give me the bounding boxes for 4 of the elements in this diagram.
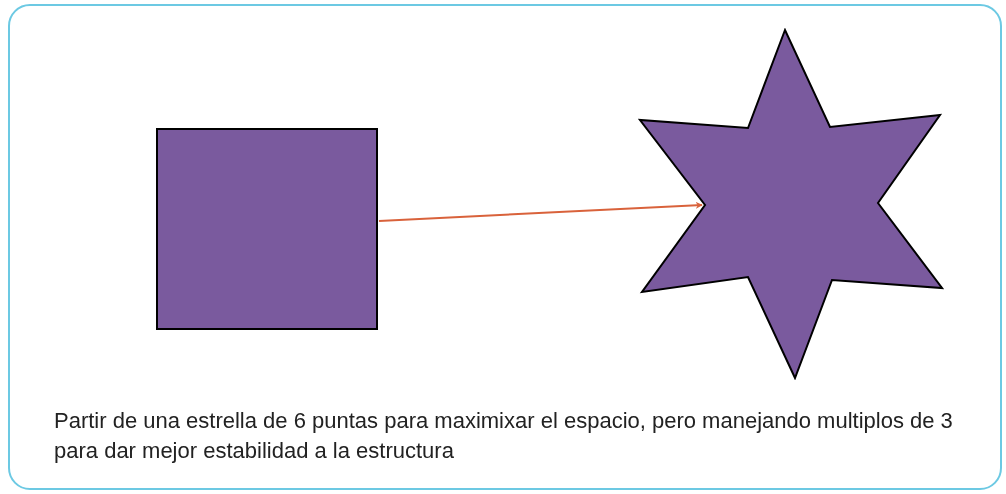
caption: Partir de una estrella de 6 puntas para maximixar el espacio, pero manejando multiplos de 3 para dar mejor estabilidad a la estructura bbox=[54, 407, 954, 465]
square-shape bbox=[156, 128, 378, 330]
arrow bbox=[378, 201, 703, 222]
six-point-star bbox=[638, 28, 944, 380]
